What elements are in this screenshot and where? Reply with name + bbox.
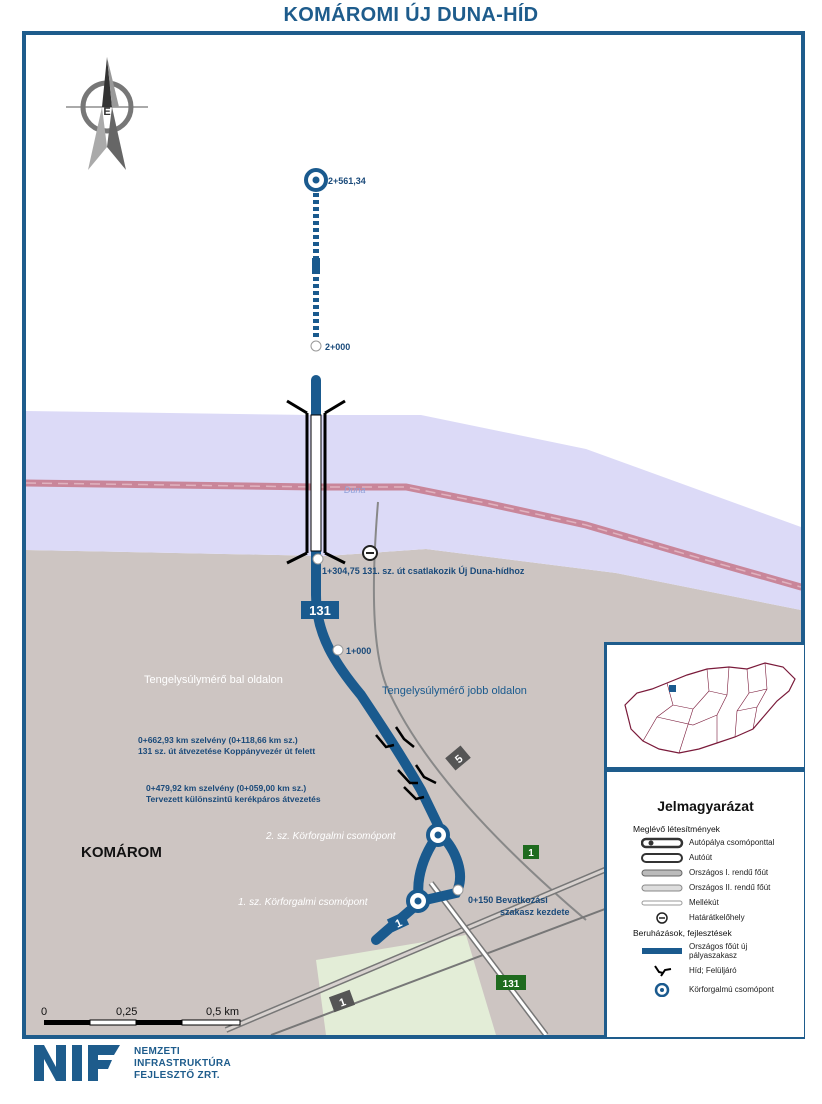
- scale-label-05: 0,5 km: [206, 1006, 239, 1018]
- km-post-1000: [332, 644, 344, 656]
- map-legend: Jelmagyarázat Meglévő létesítmények Autó…: [604, 769, 804, 1037]
- komarom-locator: [669, 685, 676, 692]
- river-label: Duna: [344, 485, 366, 495]
- svg-text:131: 131: [503, 979, 520, 990]
- road-shield-5: [445, 745, 471, 771]
- scale-label-025: 0,25: [116, 1006, 137, 1018]
- organization-name: NEMZETI INFRASTRUKTÚRA FEJLESZTŐ ZRT.: [134, 1046, 231, 1081]
- km-label-0150-line1: 0+150 Bevatkozási: [468, 895, 548, 905]
- legend-row-main-road-2: Országos II. rendű főút: [641, 881, 804, 894]
- km-label-end: 2+561,34: [328, 176, 366, 186]
- road-shield-131: [301, 601, 339, 619]
- overpass-mark-1a: [375, 734, 395, 749]
- km-post-2000: [310, 340, 322, 352]
- svg-text:1: 1: [528, 848, 534, 859]
- road-shield-131-green: [496, 975, 526, 990]
- overpass-mark-2b: [414, 764, 437, 785]
- legend-row-bridge: Híd; Felüljáró: [641, 964, 804, 977]
- crossing-2-label-line2: Tervezett különszintű kerékpáros átvezet…: [146, 794, 321, 804]
- svg-text:131: 131: [309, 603, 331, 618]
- road-131-south-inner: [429, 882, 548, 1035]
- km-post-1304: [312, 553, 324, 565]
- roundabout-1-label: 1. sz. Körforgalmi csomópont: [238, 897, 369, 908]
- legend-title: Jelmagyarázat: [657, 798, 754, 814]
- svg-text:1: 1: [394, 917, 405, 930]
- river-danube: [26, 411, 801, 610]
- overpass-mark-1b: [394, 726, 415, 748]
- legend-section-existing: Meglévő létesítmények: [633, 824, 720, 834]
- svg-text:1: 1: [338, 996, 348, 1009]
- km-label-0150-line2: szakasz kezdete: [500, 907, 570, 917]
- bridge-wing-ne: [324, 399, 346, 415]
- bridge-wing-se: [324, 551, 346, 565]
- crossing-2-label-line1: 0+479,92 km szelvény (0+059,00 km sz.): [146, 783, 306, 793]
- minor-road-icon: [641, 900, 683, 905]
- inset-map: [604, 642, 804, 770]
- legend-row-main-road-1: Országos I. rendű főút: [641, 866, 804, 879]
- km-post-0150: [452, 884, 464, 896]
- map-title: KOMÁROMI ÚJ DUNA-HÍD: [283, 4, 539, 26]
- city-label: KOMÁROM: [81, 844, 162, 861]
- overpass-mark-2a: [397, 769, 418, 785]
- hungary-outline: [624, 662, 796, 754]
- new-route-block: [312, 258, 320, 274]
- km-label-1000: 1+000: [346, 646, 371, 656]
- bridge-wing-nw: [286, 399, 308, 415]
- main-road-1-icon: [641, 869, 683, 876]
- overpass-mark-3a: [403, 786, 425, 801]
- weigh-station-right-label: Tengelysúlymérő jobb oldalon: [382, 685, 527, 697]
- crossing-1-label-line2: 131 sz. út átvezetése Koppányvezér út fe…: [138, 746, 315, 756]
- legend-row-border-crossing: Határátkelőhely: [641, 911, 804, 924]
- new-route-main: [311, 375, 443, 830]
- footer: NEMZETI INFRASTRUKTÚRA FEJLESZTŐ ZRT.: [30, 1043, 330, 1095]
- legend-section-projects: Beruházások, fejlesztések: [633, 928, 732, 938]
- roundabout-legend-icon: [654, 982, 670, 997]
- north-arrow-icon: [66, 57, 148, 170]
- road-shield-1-blue: [386, 911, 410, 933]
- legend-row-minor-road: Mellékút: [641, 896, 804, 909]
- roundabout-2-label: 2. sz. Körforgalmi csomópont: [265, 831, 397, 842]
- new-road-icon: [642, 948, 682, 954]
- border-crossing-legend-icon: [656, 911, 668, 924]
- bridge-icon: [654, 964, 672, 977]
- scale-label-0: 0: [41, 1006, 47, 1018]
- bridge-wing-sw: [286, 551, 308, 565]
- km-label-1304: 1+304,75 131. sz. út csatlakozik Új Duna…: [322, 565, 525, 576]
- danube-bridge: [310, 414, 322, 552]
- main-road-2-icon: [641, 884, 683, 891]
- scale-bar: [44, 1019, 241, 1026]
- road-shield-1-green: [523, 845, 539, 859]
- expressway-icon: [641, 852, 683, 863]
- roundabout-loop: [413, 831, 465, 907]
- motorway-icon: [641, 837, 684, 848]
- nif-logo-icon: [34, 1045, 120, 1081]
- legend-row-motorway: Autópálya csomóponttal: [641, 836, 804, 849]
- road-5: [372, 501, 587, 921]
- compass-letter: É: [103, 105, 110, 118]
- legend-row-expressway: Autóút: [641, 851, 804, 864]
- crossing-1-label-line1: 0+662,93 km szelvény (0+118,66 km sz.): [138, 735, 298, 745]
- km-label-2000: 2+000: [325, 342, 350, 352]
- road-shield-1-gray: [328, 989, 356, 1013]
- weigh-station-left-label: Tengelysúlymérő bal oldalon: [144, 674, 283, 686]
- legend-row-roundabout: Körforgalmú csomópont: [641, 982, 804, 997]
